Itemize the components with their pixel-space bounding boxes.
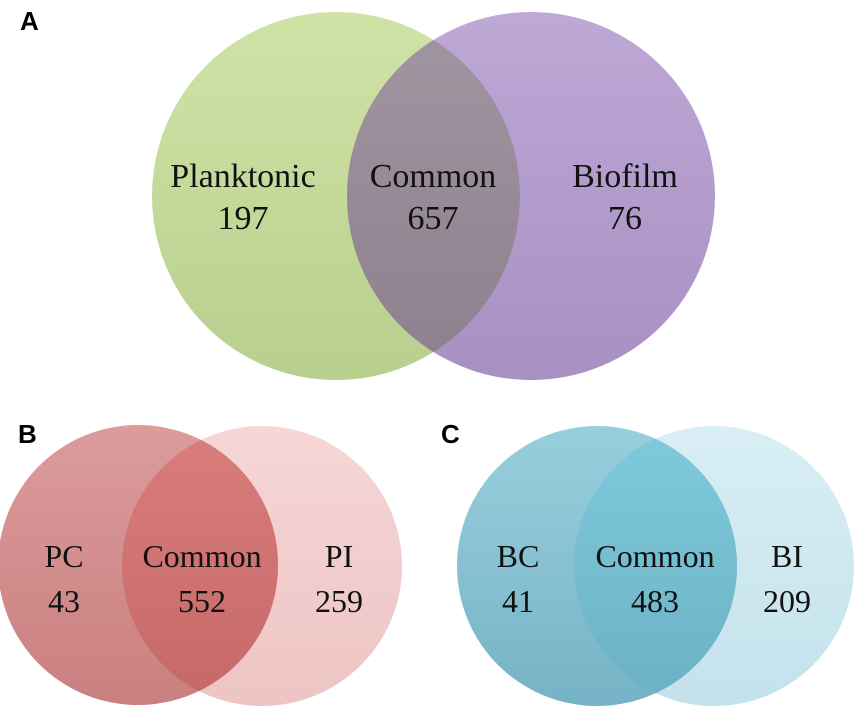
biofilm-label: Biofilm [572,158,678,195]
pc-count: 43 [48,583,80,619]
pi-label: PI [325,538,353,574]
common-count-b: 552 [178,583,226,619]
planktonic-count: 197 [218,200,269,237]
panel-letter-b: B [18,419,37,449]
pc-label: PC [44,538,83,574]
venn-panel-c: C BC 41 Common 483 BI 209 [441,419,854,706]
venn-panel-a: A Planktonic 197 Common 657 Biofilm 76 [20,6,715,380]
common-count-a: 657 [408,200,459,237]
common-label-c: Common [595,538,714,574]
panel-letter-a: A [20,6,39,36]
common-overlap-b [122,426,278,705]
common-overlap-c [574,426,737,706]
venn-panel-b: B PC 43 Common 552 PI 259 [0,419,402,706]
planktonic-label: Planktonic [170,158,315,195]
bc-count: 41 [502,583,534,619]
common-count-c: 483 [631,583,679,619]
bi-label: BI [771,538,803,574]
biofilm-count: 76 [608,200,642,237]
pi-count: 259 [315,583,363,619]
bi-count: 209 [763,583,811,619]
bc-label: BC [497,538,540,574]
common-overlap-a [347,12,520,380]
panel-letter-c: C [441,419,460,449]
common-label-b: Common [142,538,261,574]
common-label-a: Common [370,158,497,195]
